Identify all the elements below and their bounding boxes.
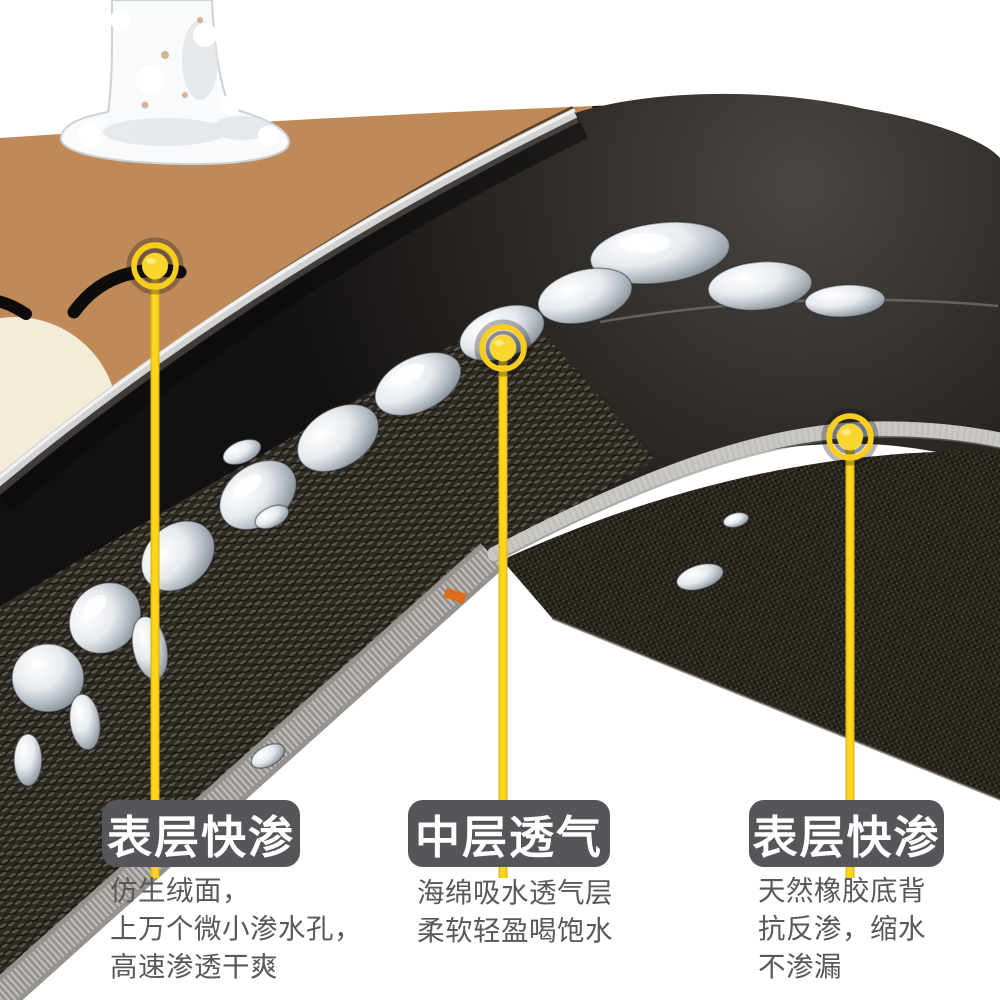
callout-2-description: 海绵吸水透气层 柔软轻盈喝饱水: [417, 874, 613, 950]
callout-3-line-3: 不渗漏: [758, 951, 842, 982]
callout-2-line-2: 柔软轻盈喝饱水: [417, 915, 613, 946]
callout-2-line-1: 海绵吸水透气层: [417, 877, 613, 908]
rubber-base-layer: [502, 451, 1000, 801]
callout-3-line-2: 抗反渗，缩水: [758, 913, 926, 944]
callout-1-description: 仿生绒面， 上万个微小渗水孔， 高速渗透干爽: [110, 872, 362, 986]
leader-line-2: [498, 348, 508, 878]
callout-marker-3: [821, 408, 879, 878]
water-cascade: [11, 221, 886, 787]
leader-line-1: [150, 266, 160, 878]
callout-2-heading: 中层透气: [408, 800, 610, 867]
fold-highlight: [599, 298, 999, 324]
callout-3-description: 天然橡胶底背 抗反渗，缩水 不渗漏: [758, 872, 926, 986]
callout-1-line-3: 高速渗透干爽: [110, 951, 278, 982]
callout-marker-2: [474, 319, 532, 878]
water-stream: [59, 0, 291, 166]
callout-3-line-1: 天然橡胶底背: [758, 875, 926, 906]
callout-1-line-2: 上万个微小渗水孔，: [110, 913, 362, 944]
sponge-layer-edge: [487, 421, 1000, 563]
leader-line-3: [845, 437, 855, 878]
silver-mat-edge: [0, 108, 580, 495]
callout-1-line-1: 仿生绒面，: [110, 875, 250, 906]
callout-1-heading: 表层快渗: [102, 800, 300, 867]
callout-3-heading: 表层快渗: [749, 800, 944, 867]
callout-marker-1: [126, 237, 184, 878]
